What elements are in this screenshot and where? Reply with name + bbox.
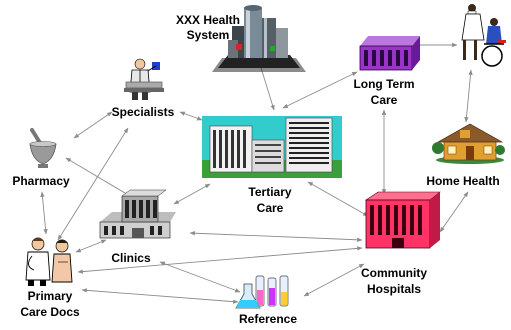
red-hospital-icon xyxy=(365,191,441,249)
arrow-clinics-community xyxy=(189,231,363,242)
lab-flasks-icon xyxy=(235,275,289,309)
arrow-tertiary-community xyxy=(307,181,369,217)
arrow-specialists-pharmacy xyxy=(73,111,113,139)
pharmacy-label: Pharmacy xyxy=(12,174,70,188)
arrow-longterm-tertiary xyxy=(282,71,358,109)
arrow-clinics-primary xyxy=(75,239,107,253)
health-system-label-line2: System xyxy=(187,28,230,42)
arrow-clinics-reference xyxy=(159,261,241,293)
tertiary-care-label-line1: Tertiary xyxy=(248,185,291,199)
arrow-pharmacy-clinics xyxy=(65,157,131,197)
community-hospitals-label-line2: Hospitals xyxy=(367,282,421,296)
clinics-label: Clinics xyxy=(111,251,151,265)
primary-care-label-line2: Care Docs xyxy=(20,305,80,319)
home-health-label: Home Health xyxy=(426,174,499,188)
skyscraper-icon xyxy=(212,5,306,72)
connectors xyxy=(40,42,473,304)
arrow-reference-community xyxy=(303,263,365,297)
long-term-care-label-line1: Long Term xyxy=(353,77,414,91)
arrow-primary-community xyxy=(77,246,363,274)
community-hospitals-label-line1: Community xyxy=(361,266,427,280)
arrow-clinics-tertiary xyxy=(173,183,211,205)
health-system-label-line1: XXX Health xyxy=(176,13,240,27)
specialists-label: Specialists xyxy=(112,105,175,119)
primary-care-label-line1: Primary xyxy=(28,289,73,303)
arrow-primary-reference xyxy=(81,288,239,304)
arrow-nurse-home xyxy=(464,69,473,123)
specialist-presenter-icon xyxy=(124,58,164,100)
purple-building-icon xyxy=(359,36,420,71)
nurse-wheelchair-icon xyxy=(461,4,506,67)
arrow-specialists-tertiary xyxy=(179,111,203,121)
reference-label: Reference xyxy=(239,312,297,326)
clinic-building-icon xyxy=(99,189,176,239)
mortar-pestle-icon xyxy=(29,128,57,168)
arrow-pharmacy-primary xyxy=(40,191,48,235)
tertiary-care-label-line2: Care xyxy=(257,201,284,215)
arrow-home-community xyxy=(439,191,469,233)
doctor-patient-icon xyxy=(25,237,73,286)
long-term-care-label-line2: Care xyxy=(371,93,398,107)
house-icon xyxy=(432,123,505,164)
hospital-complex-icon xyxy=(202,116,342,178)
